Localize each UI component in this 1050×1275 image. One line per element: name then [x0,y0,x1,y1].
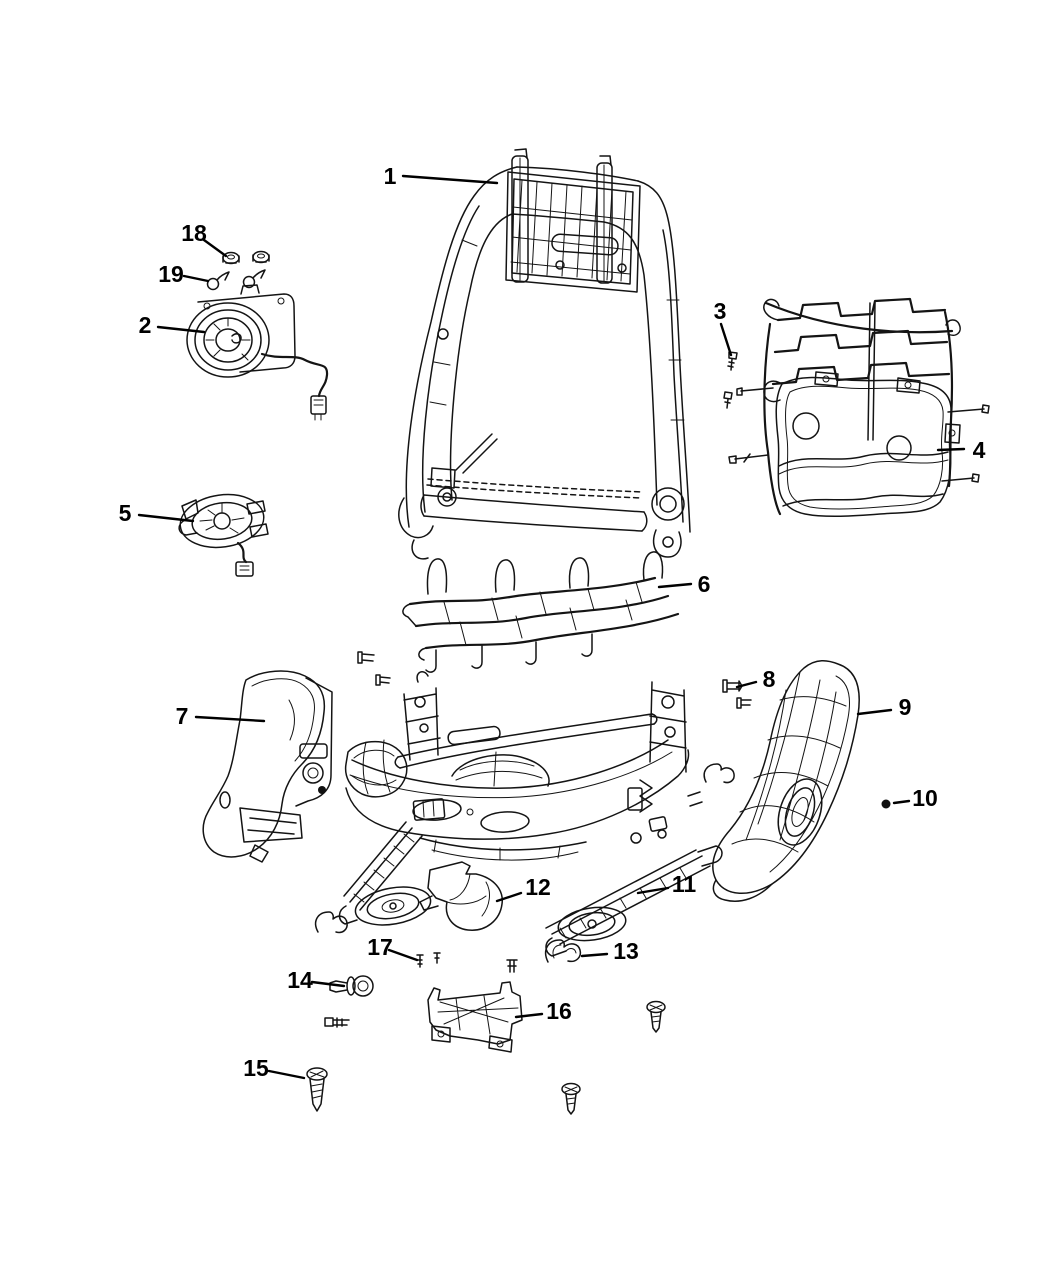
floor-screw-drawing [306,1067,328,1112]
callout-1: 1 [384,163,397,189]
callout-11: 11 [672,871,697,897]
callout-9: 9 [899,694,912,720]
seat-back-frame-drawing [398,148,691,560]
fastener-dot-drawing [318,786,891,809]
shoulder-screws-drawing [357,651,752,709]
outer-seat-shield-drawing [712,660,860,902]
callout-4: 4 [973,437,986,463]
callout-18: 18 [181,220,207,246]
misc-screws-drawing [561,1000,666,1115]
callout-16: 16 [546,998,572,1024]
push-pin-fastener-drawing [324,975,374,1028]
callout-15: 15 [243,1055,269,1081]
small-screws-drawing [416,952,518,973]
callout-labels: 1 2 3 4 5 6 7 8 9 10 11 12 13 14 15 16 1… [119,163,986,1081]
mounting-bracket-drawing [427,981,523,1053]
callout-17: 17 [367,934,393,960]
callout-3: 3 [714,298,727,324]
nut-pair-drawing [222,250,270,265]
callout-19: 19 [158,261,184,287]
seat-adjuster-assembly-drawing [338,671,723,957]
callout-5: 5 [119,500,132,526]
callout-6: 6 [698,571,711,597]
retainer-clips-drawing [314,763,735,963]
screw-pair-small-drawing [723,351,738,409]
speaker-assembly-drawing [186,284,329,421]
callout-7: 7 [176,703,189,729]
callout-10: 10 [912,785,938,811]
seat-back-panel-and-wire-grid-drawing [728,297,990,518]
inner-seat-shield-drawing [202,670,333,863]
callout-14: 14 [287,967,313,993]
callout-8: 8 [763,666,776,692]
callout-2: 2 [139,312,152,338]
track-cover-drawing [419,861,503,931]
callout-12: 12 [525,874,551,900]
callout-13: 13 [613,938,639,964]
callout-leader-lines [137,174,966,1080]
blower-motor-drawing [178,493,269,577]
cushion-suspension-mat-drawing [402,551,680,673]
clip-pair-drawing [206,269,266,291]
